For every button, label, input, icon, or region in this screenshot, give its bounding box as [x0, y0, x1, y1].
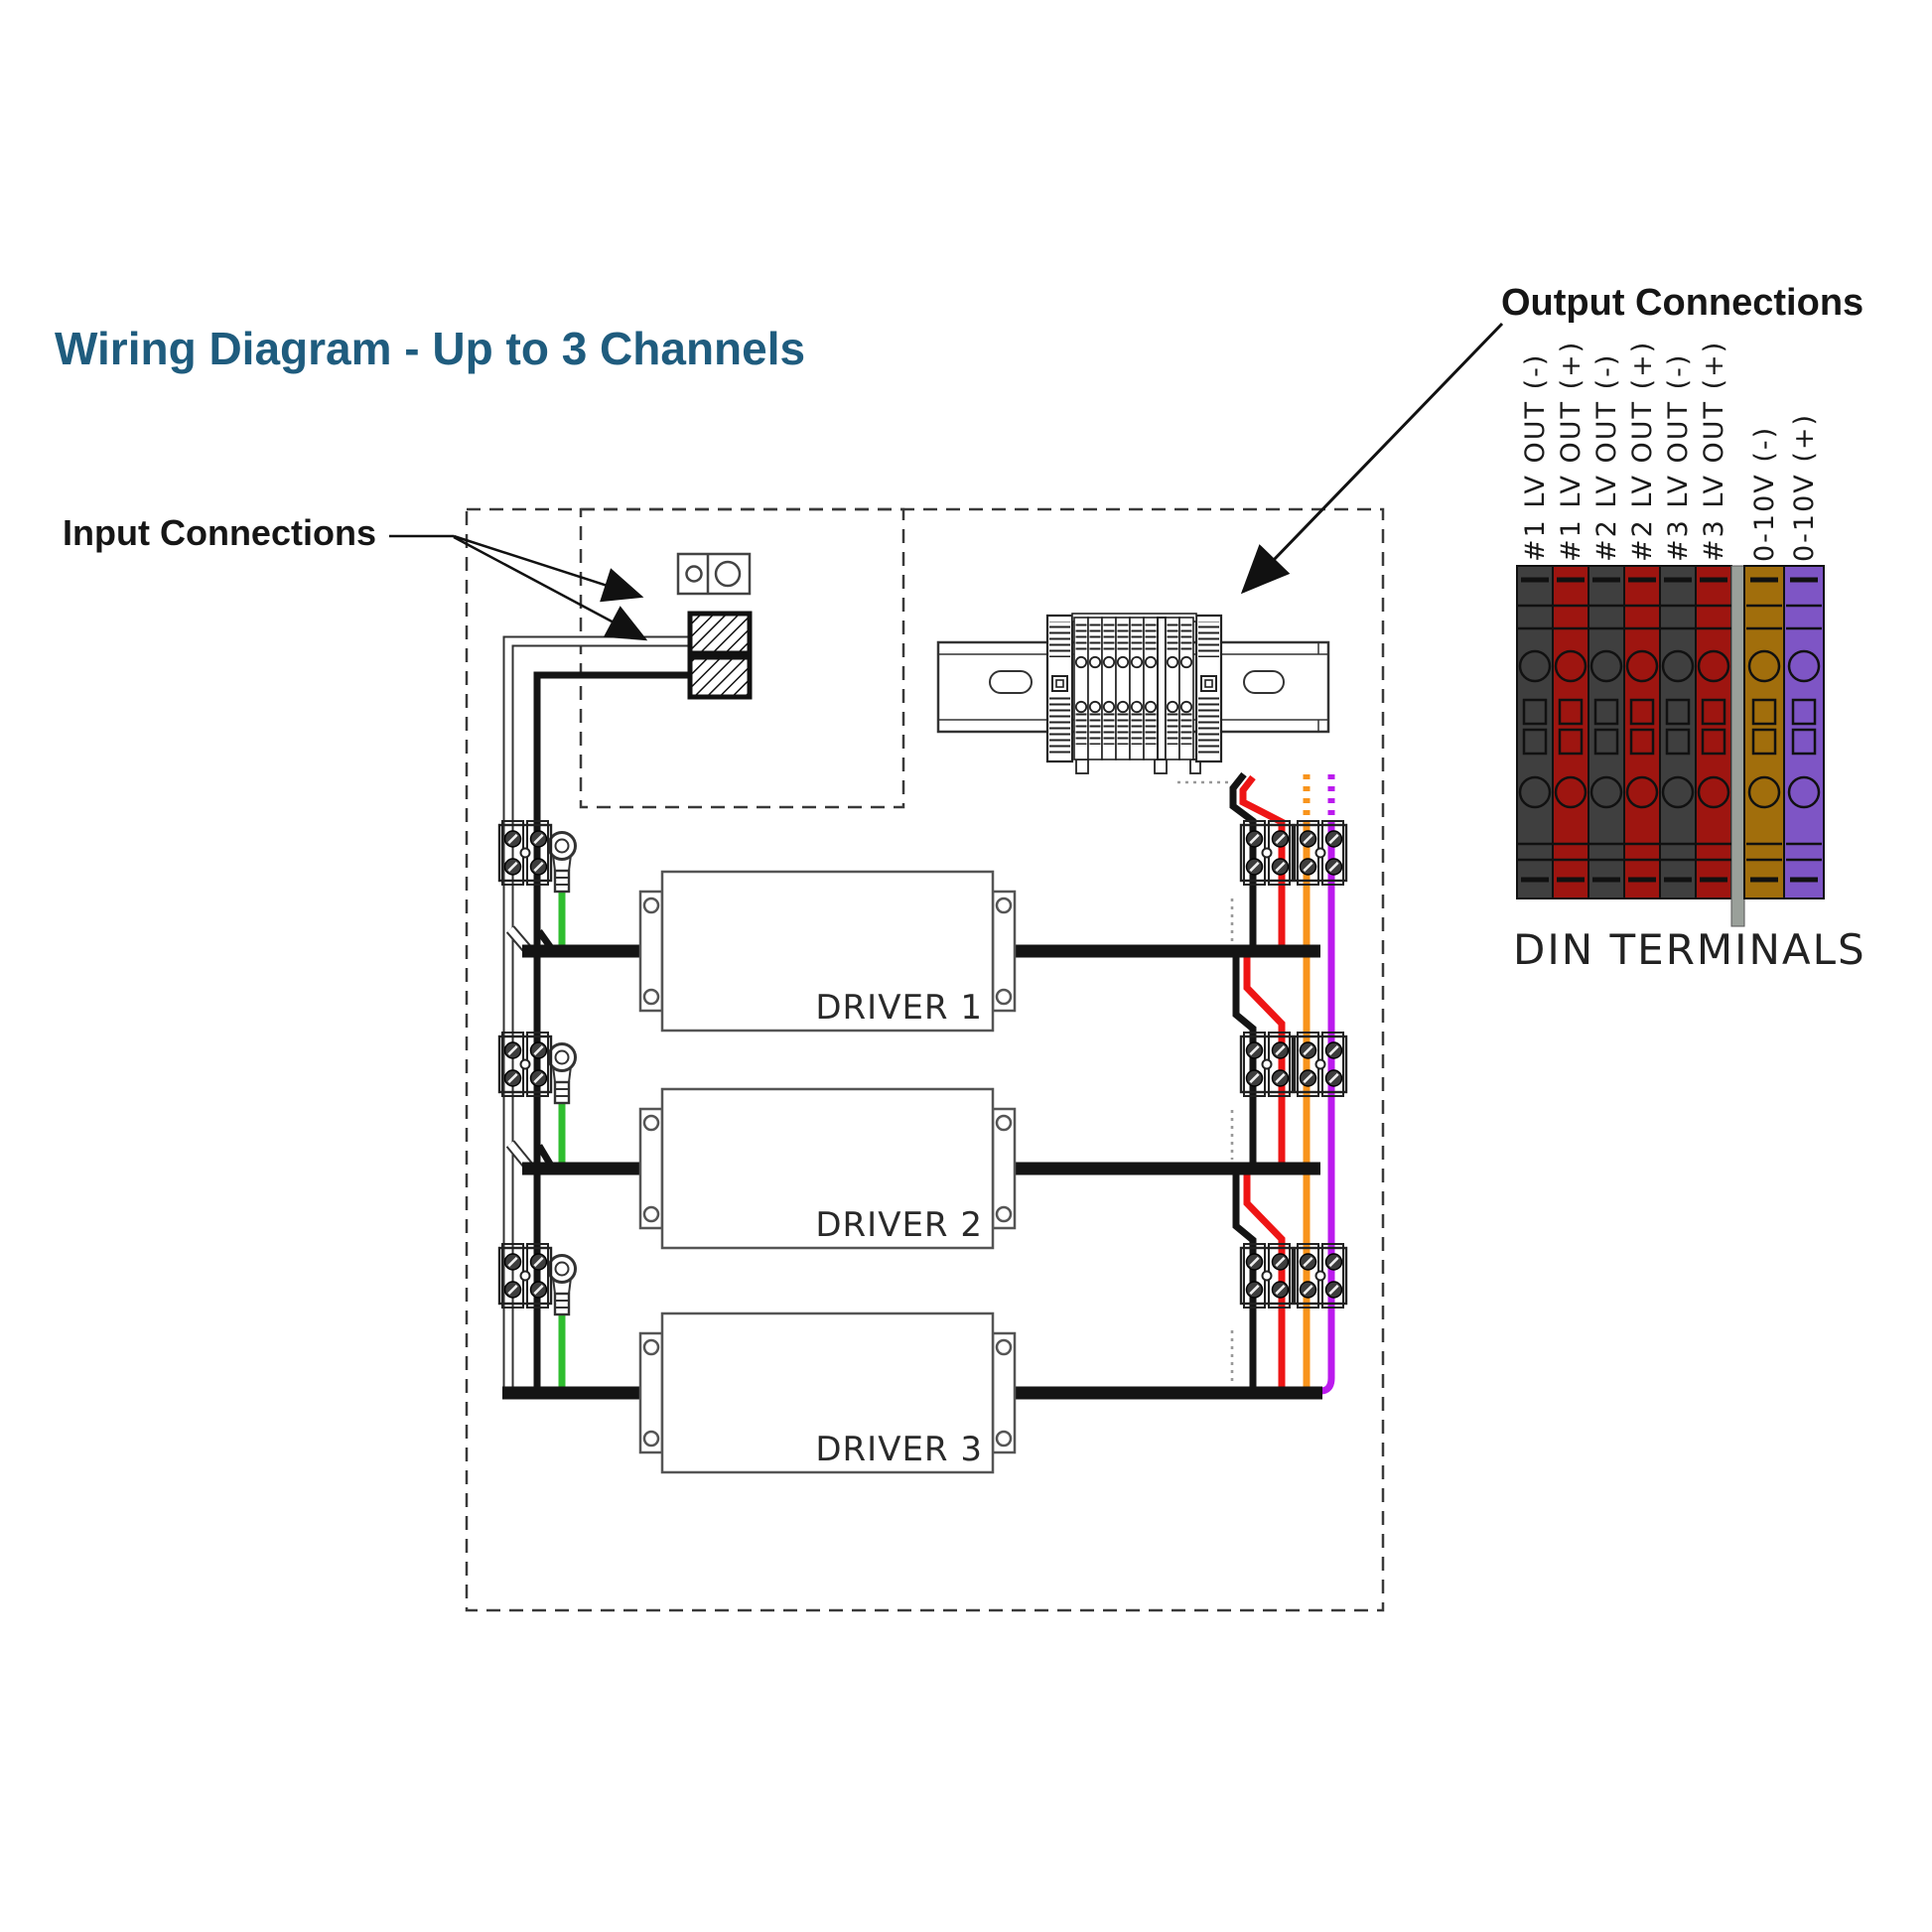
input-terminal-1	[687, 611, 753, 656]
annotation-arrows	[389, 322, 1504, 641]
input-arrow-2	[453, 535, 648, 641]
driver-feed-bars	[502, 944, 1322, 1400]
input-connector	[676, 552, 752, 596]
din-terminal-column-labels: #1 LV OUT (-) #1 LV OUT (+) #2 LV OUT (-…	[1520, 341, 1820, 562]
driver-2-label: DRIVER 2	[815, 1205, 983, 1245]
input-terminals-hatched	[687, 611, 753, 700]
din-terminals-caption: DIN TERMINALS	[1513, 925, 1866, 974]
input-arrow-1	[453, 534, 644, 603]
svg-text:#2 LV OUT (-): #2 LV OUT (-)	[1591, 353, 1622, 562]
rail-terminal-block	[1045, 613, 1223, 774]
svg-text:#2 LV OUT (+): #2 LV OUT (+)	[1627, 341, 1658, 562]
ring-lug-icon	[547, 1042, 577, 1105]
din-rail-assembly	[936, 613, 1330, 774]
din-col-2	[1552, 565, 1589, 899]
ring-lug-icon	[547, 831, 577, 894]
dim-signal-wires	[1177, 780, 1234, 1384]
input-terminal-2	[687, 654, 753, 700]
din-col-4	[1623, 565, 1661, 899]
svg-text:0-10V (-): 0-10V (-)	[1749, 426, 1780, 562]
din-col-8	[1783, 565, 1825, 899]
ring-lug-icon	[547, 1254, 577, 1316]
output-arrow	[1240, 322, 1504, 595]
svg-text:#3 LV OUT (+): #3 LV OUT (+)	[1699, 341, 1729, 562]
enclosure-dashed-boxes	[465, 507, 1385, 1612]
output-connections-label: Output Connections	[1501, 282, 1864, 324]
din-col-5	[1659, 565, 1697, 899]
driver-3-label: DRIVER 3	[815, 1430, 983, 1469]
svg-text:#3 LV OUT (-): #3 LV OUT (-)	[1663, 353, 1694, 562]
driver-boxes: DRIVER 1 DRIVER 2 DRIVER 3	[638, 870, 1017, 1474]
din-rail-slot	[1243, 670, 1285, 694]
din-col-7	[1743, 565, 1785, 899]
din-separator-strip	[1730, 565, 1745, 927]
din-col-3	[1587, 565, 1625, 899]
din-col-6	[1695, 565, 1732, 899]
din-col-1	[1516, 565, 1554, 899]
enclosure-outline	[465, 507, 1385, 1612]
input-connections-label: Input Connections	[63, 512, 376, 553]
driver-1-label: DRIVER 1	[815, 988, 983, 1028]
din-terminals-detail: #1 LV OUT (-) #1 LV OUT (+) #2 LV OUT (-…	[1513, 341, 1866, 974]
page-title: Wiring Diagram - Up to 3 Channels	[55, 323, 806, 374]
input-region-outline	[579, 507, 905, 809]
black-power-wires	[533, 671, 1257, 1389]
svg-text:0-10V (+): 0-10V (+)	[1789, 413, 1820, 562]
svg-text:#1 LV OUT (+): #1 LV OUT (+)	[1556, 341, 1587, 562]
purple-wires	[1319, 774, 1335, 1395]
din-rail-slot	[989, 670, 1033, 694]
svg-text:#1 LV OUT (-): #1 LV OUT (-)	[1520, 353, 1551, 562]
